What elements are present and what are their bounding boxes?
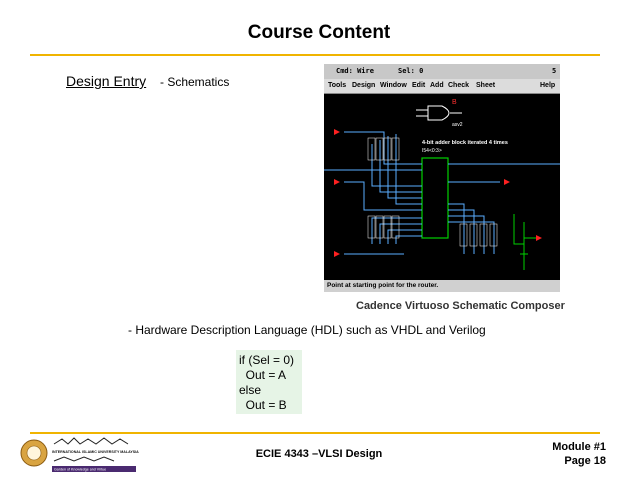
adder-block — [421, 157, 449, 239]
design-entry-label: Design Entry — [66, 73, 147, 89]
course-name: ECIE 4343 –VLSI Design — [255, 448, 383, 460]
gate-sublabel: asv2 — [452, 122, 463, 128]
pin-markers — [334, 129, 542, 257]
schematic-menu-bar: Tools Design Window Edit Add Check Sheet… — [324, 79, 560, 94]
university-logo: INTERNATIONAL ISLAMIC UNIVERSITY MALAYSI… — [18, 436, 142, 474]
code-line: else — [239, 383, 262, 397]
schematic-page-num: 5 — [552, 67, 557, 75]
schematic-prompt: Point at starting point for the router. — [324, 280, 560, 292]
page-number: Page 18 — [564, 455, 606, 467]
hdl-bullet: - Hardware Description Language (HDL) su… — [128, 323, 486, 337]
module-number: Module #1 — [552, 441, 606, 453]
code-snippet: if (Sel = 0) Out = A else Out = B — [236, 350, 302, 414]
logo-tagline: Garden of Knowledge and Virtue — [54, 468, 106, 472]
slide-title: Course Content — [247, 22, 391, 43]
schematic-screenshot: Cmd: Wire Sel: 0 5 Tools Design Window E… — [324, 64, 560, 292]
schematic-status-bar: Cmd: Wire Sel: 0 5 — [324, 64, 560, 79]
menu-edit[interactable]: Edit — [412, 82, 426, 89]
menu-window[interactable]: Window — [380, 82, 407, 89]
block-title: 4-bit adder block iterated 4 times — [422, 140, 508, 146]
transistor-cell — [513, 214, 536, 270]
code-line: Out = B — [239, 398, 287, 412]
menu-sheet[interactable]: Sheet — [476, 82, 496, 89]
logic-gate — [427, 105, 450, 121]
schematic-drawing: B asv2 4-bit adder block iterated 4 time… — [324, 99, 560, 270]
menu-design[interactable]: Design — [352, 82, 376, 89]
menu-check[interactable]: Check — [448, 82, 470, 89]
schematic-caption: Cadence Virtuoso Schematic Composer — [356, 300, 565, 312]
block-sub: I54<0:3> — [422, 148, 442, 154]
code-line: Out = A — [239, 368, 287, 382]
gate-label: B — [452, 99, 457, 106]
bus-labels — [367, 137, 498, 247]
wire-bundle-left — [324, 131, 422, 255]
logo-text: INTERNATIONAL ISLAMIC UNIVERSITY MALAYSI… — [52, 450, 139, 454]
schematics-label: - Schematics — [160, 75, 230, 89]
wire-bundle-right — [448, 163, 560, 254]
top-rule — [30, 54, 600, 56]
menu-add[interactable]: Add — [430, 82, 444, 89]
schematic-sel: Sel: 0 — [398, 67, 424, 75]
menu-help[interactable]: Help — [540, 82, 556, 89]
schematic-cmd: Cmd: Wire — [336, 67, 374, 75]
menu-tools[interactable]: Tools — [328, 82, 347, 89]
bottom-rule — [30, 432, 600, 434]
module-info: Module #1 Page 18 — [552, 440, 606, 468]
code-line: if (Sel = 0) — [239, 353, 295, 367]
